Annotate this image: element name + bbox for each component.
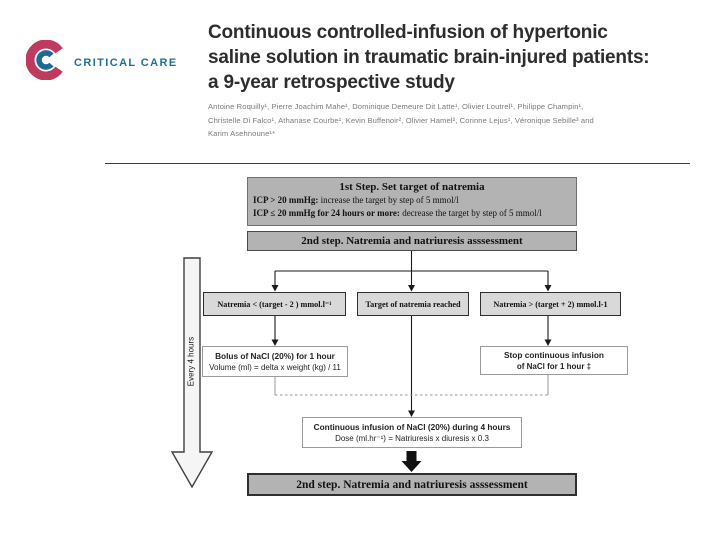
flowchart-box-natremia-low: Natremia < (target - 2 ) mmol.l⁻¹ bbox=[203, 292, 346, 316]
flowchart-box-step1: 1st Step. Set target of natremia ICP > 2… bbox=[247, 177, 577, 226]
paper-title: Continuous controlled-infusion of hypert… bbox=[208, 20, 678, 95]
author-list: Antoine Roquilly¹, Pierre Joachim Mahe¹,… bbox=[208, 100, 688, 141]
bolus-line2: Volume (ml) = delta x weight (kg) / 11 bbox=[209, 362, 341, 372]
infusion-line1: Continuous infusion of NaCl (20%) during… bbox=[313, 421, 511, 432]
paper-title-line: Continuous controlled-infusion of hypert… bbox=[208, 22, 608, 43]
journal-name: CRITICAL CARE bbox=[74, 57, 178, 69]
infusion-line2: Dose (ml.hr⁻¹) = Natriuresis x diuresis … bbox=[335, 433, 489, 443]
flowchart-box-step2-top: 2nd step. Natremia and natriuresis assse… bbox=[247, 231, 577, 251]
thick-down-arrow-icon bbox=[401, 451, 422, 472]
author-line: Antoine Roquilly¹, Pierre Joachim Mahe¹,… bbox=[208, 102, 584, 111]
step1-rule-decrease: ICP ≤ 20 mmHg for 24 hours or more: decr… bbox=[253, 207, 571, 220]
flowchart-box-stop-infusion: Stop continuous infusion of NaCl for 1 h… bbox=[480, 346, 628, 375]
flowchart-box-bolus: Bolus of NaCl (20%) for 1 hour Volume (m… bbox=[202, 346, 348, 377]
flowchart-box-continuous-infusion: Continuous infusion of NaCl (20%) during… bbox=[302, 417, 522, 448]
author-line: Karim Asehnoune¹* bbox=[208, 129, 276, 138]
step1-rule1-action: increase the target by step of 5 mmol/l bbox=[318, 195, 459, 205]
flowchart-box-natremia-target: Target of natremia reached bbox=[357, 292, 469, 316]
step1-rule1-condition: ICP > 20 mmHg: bbox=[253, 195, 319, 205]
stop-line2: of NaCl for 1 hour ‡ bbox=[516, 361, 592, 371]
loop-arrow-icon bbox=[170, 257, 214, 489]
paper-title-line: a 9-year retrospective study bbox=[208, 72, 455, 93]
paper-title-line: saline solution in traumatic brain-injur… bbox=[208, 47, 650, 68]
flowchart-box-step2-bottom: 2nd step. Natremia and natriuresis assse… bbox=[247, 473, 577, 496]
bolus-line1: Bolus of NaCl (20%) for 1 hour bbox=[215, 350, 335, 361]
author-line: Christelle Di Falco¹, Athanase Courbe¹, … bbox=[208, 115, 594, 125]
flowchart-box-natremia-high: Natremia > (target + 2) mmol.l-1 bbox=[480, 292, 621, 316]
critical-care-logo-icon bbox=[26, 40, 63, 80]
stop-line1: Stop continuous infusion bbox=[503, 349, 604, 360]
step1-title: 1st Step. Set target of natremia bbox=[339, 181, 485, 193]
step1-rule-increase: ICP > 20 mmHg: increase the target by st… bbox=[253, 194, 571, 207]
header-divider bbox=[105, 163, 690, 164]
step1-rule2-action: decrease the target by step of 5 mmol/l bbox=[399, 208, 542, 218]
loop-interval-label: Every 4 hours bbox=[186, 336, 196, 387]
step1-rule2-condition: ICP ≤ 20 mmHg for 24 hours or more: bbox=[253, 208, 400, 218]
